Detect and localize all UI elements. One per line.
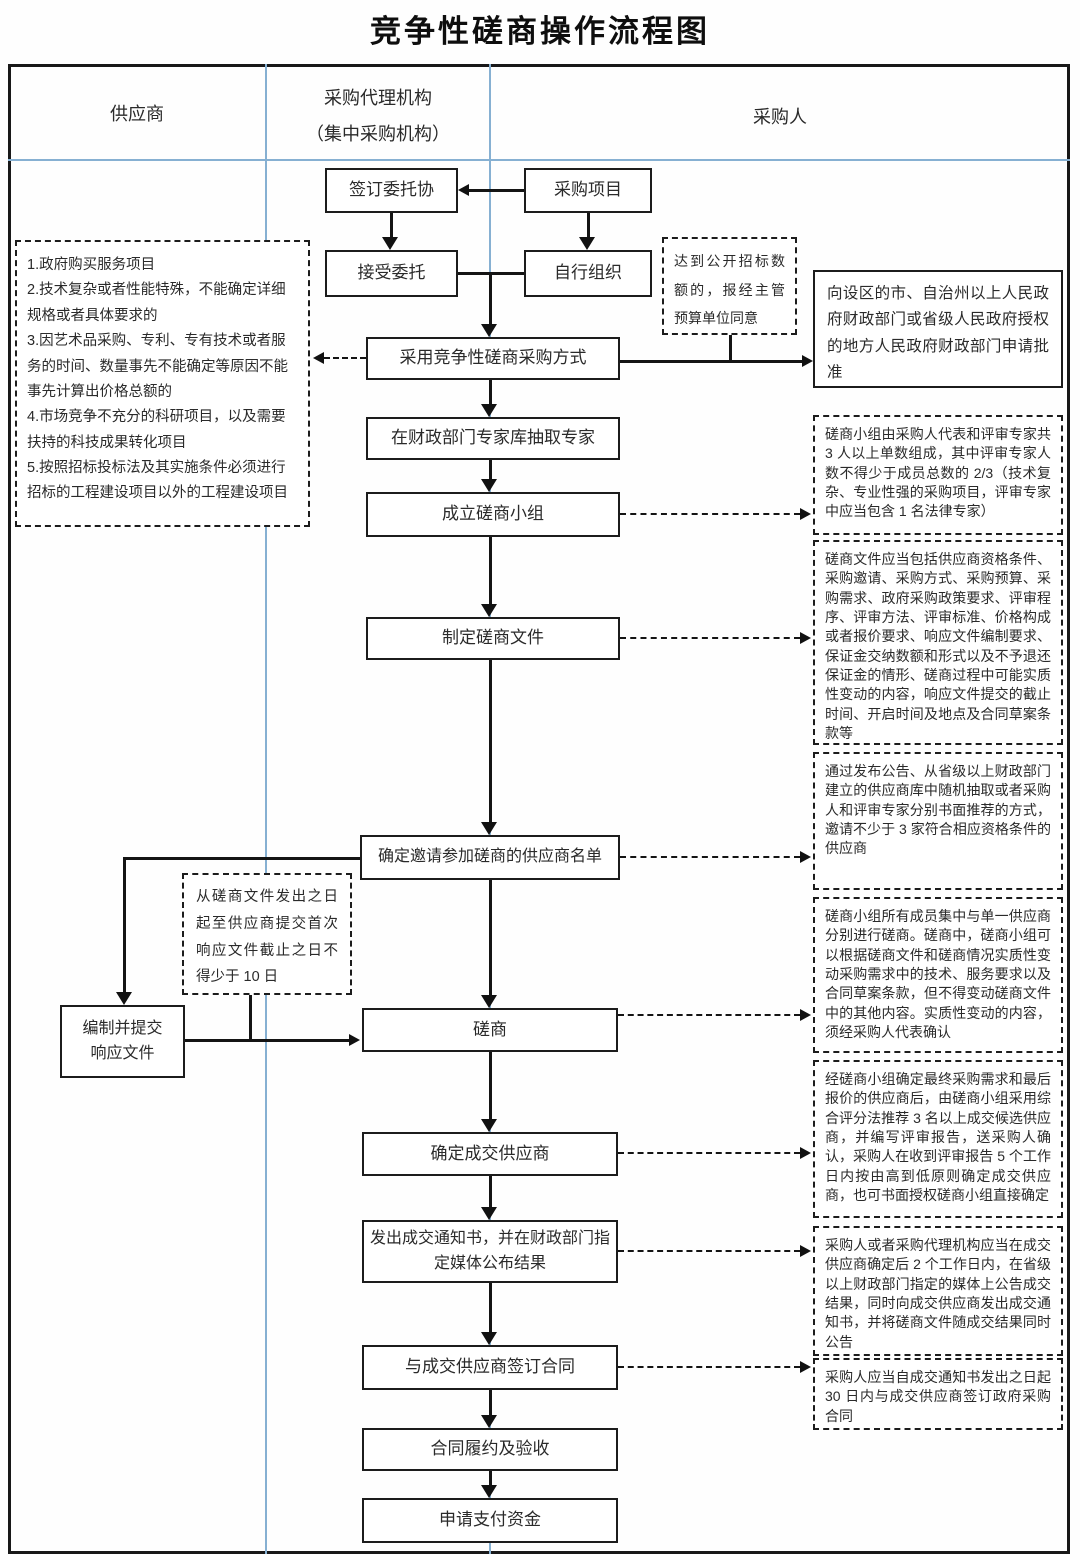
line-project-to-self — [587, 213, 590, 237]
note-approval-authority: 向设区的市、自治州以上人民政府财政部门或省级人民政府授权的地方人民政府财政部门申… — [813, 270, 1063, 388]
line-method-to-experts — [489, 380, 492, 404]
line-winner-to-notice — [489, 1176, 492, 1207]
dashline-invite-note — [620, 856, 800, 858]
arrowhead-project-to-sign — [458, 184, 469, 196]
lane-header-agency-line1: 采购代理机构 — [324, 88, 432, 108]
line-join-to-method — [489, 272, 492, 324]
arrowhead-method-to-experts — [481, 404, 497, 417]
arrowhead-docs-to-list — [481, 822, 497, 835]
arrowhead-project-to-self — [579, 237, 595, 250]
note-deadline: 从磋商文件发出之日起至供应商提交首次响应文件截止之日不得少于 10 日 — [182, 873, 352, 995]
step-form-team: 成立磋商小组 — [366, 492, 620, 537]
note-open-bid-quota: 达到公开招标数额的，报经主管预算单位同意 — [662, 237, 797, 335]
dashline-docs-note — [620, 637, 800, 639]
diagram-frame — [8, 64, 1070, 1554]
step-negotiate: 磋商 — [362, 1008, 618, 1052]
dashline-award-note — [618, 1152, 800, 1154]
arrowhead-to-prepare — [116, 992, 132, 1005]
reason-item-3: 3.因艺术品采购、专利、专有技术或者服务的时间、数量事先不能确定等原因不能事先计… — [27, 333, 288, 400]
step-send-notice: 发出成交通知书，并在财政部门指定媒体公布结果 — [362, 1220, 618, 1283]
arrowhead-award-note — [800, 1147, 811, 1159]
arrowhead-list-to-negotiate — [481, 995, 497, 1008]
step-perform-contract: 合同履约及验收 — [362, 1428, 618, 1471]
line-quota-to-approval-path — [729, 335, 732, 361]
line-left-down-to-prepare — [123, 857, 126, 992]
step-project: 采购项目 — [524, 168, 652, 213]
prepare-response-line1: 编制并提交 — [82, 1019, 163, 1037]
arrowhead-method-to-cases — [313, 352, 324, 364]
arrowhead-sign-to-accept — [382, 237, 398, 250]
arrowhead-team-to-docs — [481, 604, 497, 617]
arrowhead-team-note — [800, 508, 811, 520]
arrowhead-winner-to-notice — [481, 1207, 497, 1220]
dashline-team-note — [620, 513, 800, 515]
arrowhead-notice-to-contract — [481, 1332, 497, 1345]
arrowhead-session-note — [800, 1009, 811, 1021]
header-divider — [8, 159, 1070, 161]
lane-header-agency: 采购代理机构 （集中采购机构） — [266, 84, 490, 146]
step-request-payment: 申请支付资金 — [362, 1498, 618, 1543]
line-sign-to-accept — [390, 213, 393, 237]
line-team-to-docs — [489, 537, 492, 604]
line-project-to-sign — [469, 189, 524, 192]
reason-item-2: 2.技术复杂或者性能特殊，不能确定详细规格或者具体要求的 — [27, 282, 286, 324]
arrowhead-contract-to-perform — [481, 1415, 497, 1428]
step-prepare-response: 编制并提交 响应文件 — [60, 1005, 185, 1078]
note-award-rules: 经磋商小组确定最终采购需求和最后报价的供应商后，由磋商小组采用综合评分法推荐 3… — [813, 1060, 1063, 1218]
line-prepare-to-negotiate — [185, 1039, 349, 1042]
arrowhead-experts-to-team — [481, 479, 497, 492]
arrowhead-publish-note — [800, 1245, 811, 1257]
arrowhead-prepare-to-negotiate — [349, 1034, 360, 1046]
line-negotiate-to-winner — [489, 1052, 492, 1119]
dashline-method-to-cases — [324, 357, 366, 359]
arrowhead-docs-note — [800, 632, 811, 644]
step-accept: 接受委托 — [325, 250, 458, 297]
note-publish-results: 采购人或者采购代理机构应当在成交供应商确定后 2 个工作日内，在省级以上财政部门… — [813, 1226, 1063, 1356]
lane-header-agency-line2: （集中采购机构） — [306, 124, 450, 144]
lane-header-purchaser: 采购人 — [753, 107, 807, 127]
step-method: 采用竞争性磋商采购方式 — [366, 337, 620, 380]
line-list-to-negotiate — [489, 880, 492, 995]
step-supplier-list: 确定邀请参加磋商的供应商名单 — [360, 835, 620, 880]
arrowhead-join-to-method — [481, 324, 497, 337]
arrowhead-contract-note — [800, 1361, 811, 1373]
page-title: 竞争性磋商操作流程图 — [370, 14, 710, 49]
note-negotiation-rules: 磋商小组所有成员集中与单一供应商分别进行磋商。磋商中，磋商小组可以根据磋商文件和… — [813, 897, 1063, 1053]
note-applicable-cases: 1.政府购买服务项目 2.技术复杂或者性能特殊，不能确定详细规格或者具体要求的 … — [15, 240, 310, 527]
line-deadline-to-path — [249, 995, 252, 1040]
prepare-response-line2: 响应文件 — [90, 1044, 155, 1062]
note-docs-requirements: 磋商文件应当包括供应商资格条件、采购邀请、采购方式、采购预算、采购需求、政府采购… — [813, 540, 1063, 745]
step-make-docs: 制定磋商文件 — [366, 617, 620, 660]
line-list-to-left — [124, 857, 360, 860]
line-notice-to-contract — [489, 1283, 492, 1332]
step-self-organize: 自行组织 — [524, 250, 652, 297]
note-contract-deadline: 采购人应当自成交通知书发出之日起 30 日内与成交供应商签订政府采购合同 — [813, 1358, 1063, 1430]
note-invite-method: 通过发布公告、从省级以上财政部门建立的供应商库中随机抽取或者采购人和评审专家分别… — [813, 752, 1063, 890]
lane-header-supplier: 供应商 — [110, 104, 164, 124]
line-contract-to-perform — [489, 1390, 492, 1415]
line-perform-to-pay — [489, 1471, 492, 1485]
column-divider-1 — [265, 64, 267, 1554]
line-docs-to-list — [489, 660, 492, 822]
dashline-contract-note — [618, 1366, 800, 1368]
step-sign-contract: 与成交供应商签订合同 — [362, 1345, 618, 1390]
reason-item-1: 1.政府购买服务项目 — [27, 257, 156, 273]
step-confirm-winner: 确定成交供应商 — [362, 1132, 618, 1176]
note-team-composition: 磋商小组由采购人代表和评审专家共 3 人以上单数组成，其中评审专家人数不得少于成… — [813, 415, 1063, 535]
reason-item-5: 5.按照招标投标法及其实施条件必须进行招标的工程建设项目以外的工程建设项目 — [27, 460, 288, 502]
line-method-to-approval — [620, 360, 802, 363]
arrowhead-invite-note — [800, 851, 811, 863]
arrowhead-method-to-approval — [802, 355, 813, 367]
step-sign-agreement: 签订委托协 — [325, 168, 458, 213]
dashline-session-note — [618, 1014, 800, 1016]
reason-item-4: 4.市场竞争不充分的科研项目，以及需要扶持的科技成果转化项目 — [27, 409, 286, 451]
dashline-publish-note — [618, 1250, 800, 1252]
line-experts-to-team — [489, 460, 492, 479]
arrowhead-perform-to-pay — [481, 1485, 497, 1498]
step-draw-experts: 在财政部门专家库抽取专家 — [366, 417, 620, 460]
arrowhead-negotiate-to-winner — [481, 1119, 497, 1132]
